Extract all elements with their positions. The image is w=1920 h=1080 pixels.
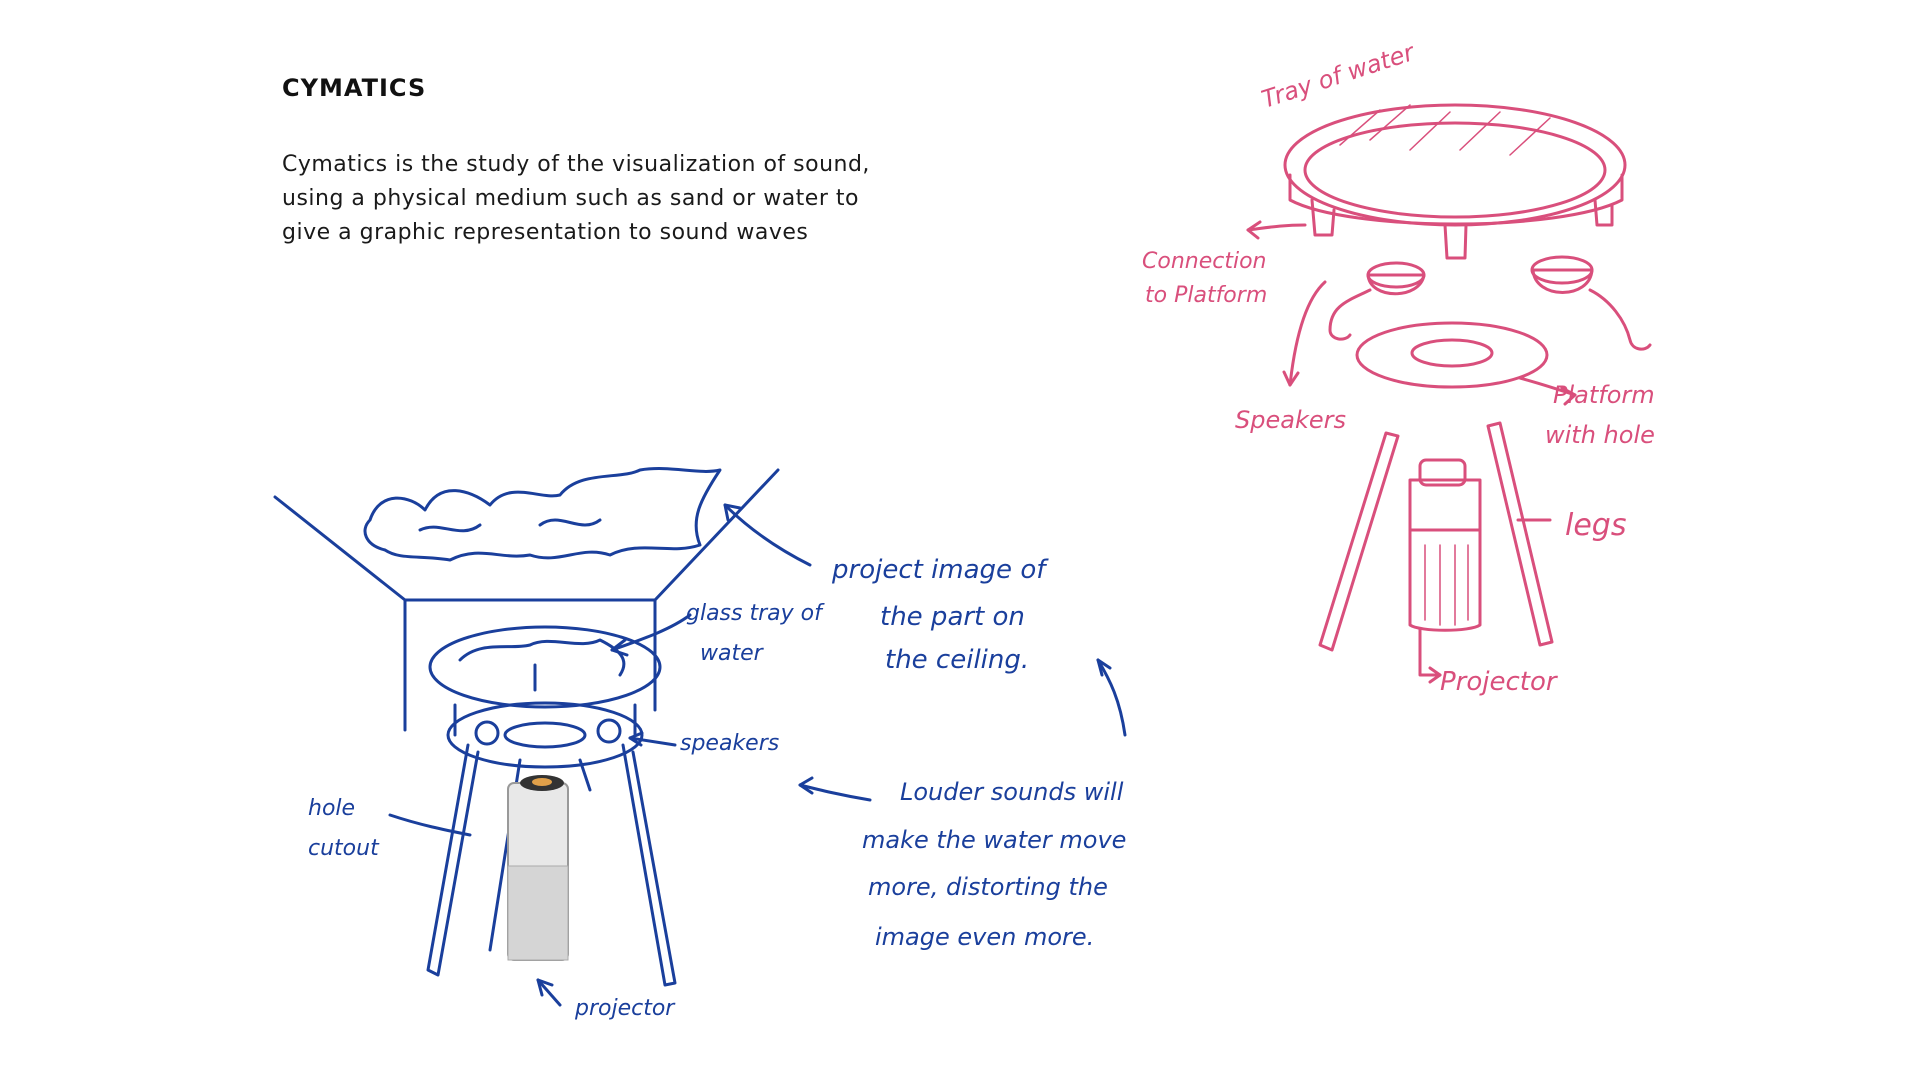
label-louder-4: image even more. bbox=[875, 923, 1094, 951]
label-hole-2: cutout bbox=[308, 836, 380, 861]
arrowhead bbox=[610, 638, 629, 657]
arrow-project-image bbox=[723, 503, 812, 567]
exploded-labels: Tray of water Connection to Platform Spe… bbox=[1142, 37, 1655, 697]
page-title: CYMATICS bbox=[282, 74, 427, 102]
projector-light bbox=[532, 778, 552, 786]
description-line-1: Cymatics is the study of the visualizati… bbox=[282, 152, 870, 177]
arrowhead bbox=[723, 503, 742, 522]
speaker-right-cable bbox=[1588, 288, 1652, 351]
description: Cymatics is the study of the visualizati… bbox=[282, 148, 870, 250]
label-louder-2: make the water move bbox=[862, 826, 1126, 854]
leg-left bbox=[1318, 431, 1400, 652]
wave-detail bbox=[418, 523, 482, 533]
arrowhead bbox=[798, 776, 814, 795]
arrowhead bbox=[1428, 666, 1442, 684]
label-hole-1: hole bbox=[308, 796, 355, 821]
label-speakers: speakers bbox=[680, 731, 779, 756]
projector-vents bbox=[507, 865, 569, 961]
speaker-left-cable bbox=[1328, 288, 1372, 341]
water-surface bbox=[458, 638, 626, 677]
speaker-left-top bbox=[1366, 261, 1426, 289]
label-tray: Tray of water bbox=[1258, 37, 1419, 113]
speaker-right bbox=[596, 718, 622, 744]
platform bbox=[1355, 321, 1549, 389]
arrowhead bbox=[1096, 658, 1112, 677]
ceiling-outline bbox=[273, 468, 780, 602]
arrowhead bbox=[1560, 386, 1577, 406]
projected-image bbox=[363, 467, 722, 562]
arrow-speakers bbox=[628, 736, 677, 747]
label-project-image-3: the ceiling. bbox=[885, 645, 1029, 675]
speaker-right-top bbox=[1530, 255, 1594, 285]
arrowhead bbox=[1246, 220, 1262, 240]
label-louder-3: more, distorting the bbox=[868, 873, 1108, 901]
label-project-image-1: project image of bbox=[831, 555, 1049, 585]
projector-body bbox=[1408, 478, 1482, 632]
label-platform-1: Platform bbox=[1553, 381, 1655, 409]
label-projector: Projector bbox=[1440, 667, 1559, 697]
tray-hatching bbox=[1339, 104, 1551, 156]
projector-vents bbox=[1424, 544, 1469, 626]
label-speakers: Speakers bbox=[1235, 406, 1346, 434]
tray-foot bbox=[1310, 198, 1336, 237]
platform-hole bbox=[1410, 338, 1494, 368]
installation-labels: glass tray of water project image of the… bbox=[308, 555, 1126, 1021]
label-connection-1: Connection bbox=[1142, 249, 1266, 274]
leg-front-left bbox=[426, 743, 480, 977]
wave-detail bbox=[538, 518, 602, 527]
description-line-2: using a physical medium such as sand or … bbox=[282, 186, 859, 211]
arrow-projector bbox=[536, 978, 562, 1007]
arrowhead bbox=[628, 731, 644, 747]
label-glass-tray-1: glass tray of bbox=[686, 601, 825, 626]
speaker-left bbox=[474, 720, 500, 746]
arrow-glass-tray bbox=[610, 613, 692, 652]
label-project-image-2: the part on bbox=[880, 602, 1025, 632]
platform bbox=[446, 701, 644, 769]
projector bbox=[507, 775, 569, 961]
arrow-louder bbox=[798, 783, 872, 802]
leg-back bbox=[578, 758, 592, 792]
tray-foot bbox=[1443, 223, 1468, 260]
label-louder-1: Louder sounds will bbox=[900, 778, 1124, 806]
arrow-hole bbox=[388, 813, 472, 837]
description-line-3: give a graphic representation to sound w… bbox=[282, 220, 809, 245]
label-legs: legs bbox=[1565, 508, 1626, 543]
arrowhead bbox=[1282, 370, 1300, 387]
speaker-right bbox=[1531, 268, 1594, 294]
label-platform-2: with hole bbox=[1545, 421, 1655, 449]
glass-tray bbox=[428, 625, 662, 709]
arrow-connection bbox=[1246, 223, 1307, 232]
platform-hole bbox=[503, 721, 587, 749]
arrow-projector bbox=[1418, 628, 1442, 677]
arrowhead bbox=[536, 978, 554, 997]
tray-inner bbox=[1303, 121, 1607, 219]
installation-drawing bbox=[273, 467, 1127, 1007]
label-connection-2: to Platform bbox=[1145, 283, 1267, 308]
label-glass-tray-2: water bbox=[700, 641, 765, 666]
leg-front-right bbox=[621, 743, 677, 987]
projector-lens bbox=[1418, 458, 1467, 487]
leg-right bbox=[1486, 421, 1554, 647]
arrow-ceiling bbox=[1096, 658, 1127, 737]
exploded-diagram bbox=[1246, 103, 1652, 684]
label-projector: projector bbox=[574, 996, 676, 1021]
arrow-speakers bbox=[1288, 280, 1327, 387]
tray-foot bbox=[1593, 198, 1614, 227]
